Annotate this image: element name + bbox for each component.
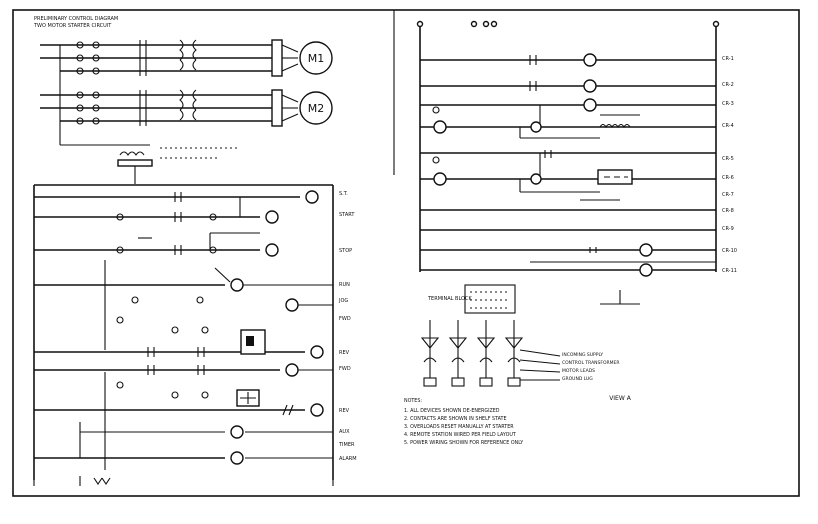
left-ladder: [33, 184, 334, 486]
svg-text:CR-11: CR-11: [722, 268, 737, 274]
svg-text:CR-6: CR-6: [722, 175, 734, 181]
svg-text:GROUND LUG: GROUND LUG: [562, 376, 593, 382]
motor-m1: [299, 41, 333, 75]
svg-text:S.T.: S.T.: [339, 191, 348, 197]
svg-text:1. ALL DEVICES SHOWN DE-ENERGI: 1. ALL DEVICES SHOWN DE-ENERGIZED: [404, 408, 500, 414]
svg-text:3. OVERLOADS RESET MANUALLY AT: 3. OVERLOADS RESET MANUALLY AT STARTER: [404, 424, 514, 430]
svg-text:2. CONTACTS ARE SHOWN IN SHELF: 2. CONTACTS ARE SHOWN IN SHELF STATE: [404, 416, 507, 422]
svg-text:ALARM: ALARM: [339, 456, 357, 462]
right-ladder: [416, 20, 720, 277]
svg-text:CONTROL TRANSFORMER: CONTROL TRANSFORMER: [562, 360, 620, 366]
svg-text:MOTOR LEADS: MOTOR LEADS: [562, 368, 595, 374]
svg-text:CR-9: CR-9: [722, 226, 734, 232]
svg-text:CR-3: CR-3: [722, 101, 734, 107]
svg-text:5. POWER WIRING SHOWN FOR REFE: 5. POWER WIRING SHOWN FOR REFERENCE ONLY: [404, 440, 523, 446]
svg-text:CR-7: CR-7: [722, 192, 734, 198]
motor-m2-label: M2: [308, 102, 325, 115]
notes-heading: NOTES:: [404, 398, 422, 404]
right-rung-labels: CR-1 CR-2 CR-3 CR-4 CR-5 CR-6 CR-7 CR-8 …: [722, 56, 737, 274]
motor-m2: [299, 91, 333, 125]
notes-block: NOTES: 1. ALL DEVICES SHOWN DE-ENERGIZED…: [404, 398, 523, 446]
svg-text:REV: REV: [339, 408, 350, 414]
terminal-detail: TERMINAL BLOCK INCOMING SUPPLY CONTROL: [420, 284, 640, 402]
sheet-title: PRELIMINARY CONTROL DIAGRAM: [34, 16, 118, 22]
svg-text:START: START: [339, 212, 355, 218]
svg-text:TIMER: TIMER: [338, 442, 355, 448]
svg-text:CR-5: CR-5: [722, 156, 734, 162]
svg-text:AUX: AUX: [339, 429, 350, 435]
svg-text:CR-1: CR-1: [722, 56, 734, 62]
svg-text:INCOMING SUPPLY: INCOMING SUPPLY: [562, 352, 603, 358]
svg-text:FWD: FWD: [339, 316, 351, 322]
svg-text:4. REMOTE STATION WIRED PER FI: 4. REMOTE STATION WIRED PER FIELD LAYOUT: [404, 432, 516, 438]
svg-text:CR-4: CR-4: [722, 123, 734, 129]
svg-text:STOP: STOP: [339, 248, 352, 254]
svg-text:TERMINAL BLOCK: TERMINAL BLOCK: [427, 296, 472, 302]
svg-text:JOG: JOG: [338, 298, 348, 304]
svg-text:RUN: RUN: [339, 282, 350, 288]
svg-text:CR-2: CR-2: [722, 82, 734, 88]
sheet-subtitle: TWO MOTOR STARTER CIRCUIT: [33, 23, 112, 29]
svg-text:FWD: FWD: [339, 366, 351, 372]
view-label: VIEW A: [609, 395, 632, 402]
sheet-border: [12, 9, 800, 497]
left-rung-labels: S.T. START STOP RUN JOG FWD REV FWD REV …: [338, 191, 357, 462]
svg-text:CR-10: CR-10: [722, 248, 737, 254]
power-circuit: M1 M2: [40, 39, 333, 184]
motor-m1-label: M1: [308, 52, 325, 65]
svg-text:CR-8: CR-8: [722, 208, 734, 214]
svg-text:REV: REV: [339, 350, 350, 356]
